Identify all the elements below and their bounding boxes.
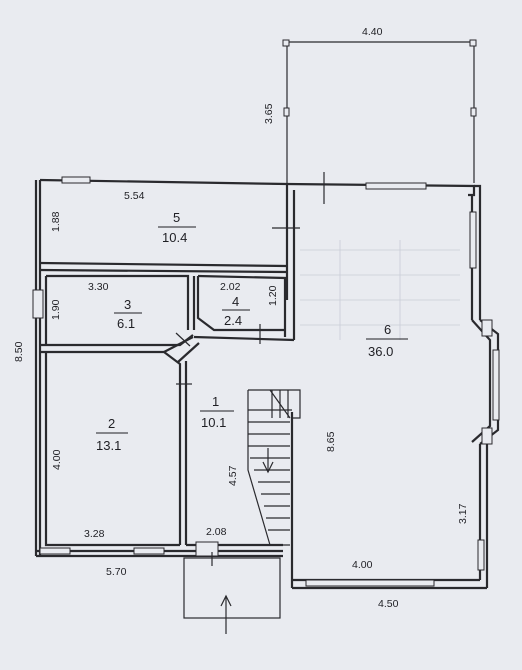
dim-left-total-width: 5.70 — [106, 566, 127, 578]
dim-room4-depth: 1.20 — [267, 285, 279, 306]
dim-room2-width: 3.28 — [84, 528, 105, 540]
room-1-area: 10.1 — [201, 415, 226, 430]
dim-terrace-depth: 3.65 — [263, 103, 275, 124]
dim-room4-width: 2.02 — [220, 281, 241, 293]
dim-total-left-height: 8.50 — [13, 341, 25, 362]
dim-room3-depth: 1.90 — [50, 299, 62, 320]
dim-room6-height: 8.65 — [325, 431, 337, 452]
room-6-area: 36.0 — [368, 344, 393, 359]
room-labels: 5 10.4 3 6.1 4 2.4 6 36.0 2 13.1 1 10.1 — [96, 210, 408, 453]
dim-room6-total-width: 4.50 — [378, 598, 399, 610]
dim-room5-depth: 1.88 — [50, 211, 62, 232]
outer-walls — [34, 178, 500, 590]
room-2-area: 13.1 — [96, 438, 121, 453]
room-4-number: 4 — [232, 294, 239, 309]
room-1-number: 1 — [212, 394, 219, 409]
interior-walls — [39, 261, 301, 619]
dim-room3-width: 3.30 — [88, 281, 109, 293]
room-1-label: 1 10.1 — [200, 394, 234, 430]
room-6-label: 6 36.0 — [366, 322, 408, 359]
room-6-number: 6 — [384, 322, 391, 337]
door-marks — [175, 172, 325, 566]
room-2-number: 2 — [108, 416, 115, 431]
room-2-label: 2 13.1 — [96, 416, 128, 453]
room-3-number: 3 — [124, 297, 131, 312]
room-5-area: 10.4 — [162, 230, 187, 245]
dim-room6-inner-width: 4.00 — [352, 559, 373, 571]
dim-room5-width: 5.54 — [124, 190, 145, 202]
dim-room2-height: 4.00 — [51, 449, 63, 470]
terrace — [282, 39, 477, 183]
dim-room6-right-segment: 3.17 — [457, 503, 469, 524]
paper-texture — [300, 240, 460, 340]
dim-hall-width: 2.08 — [206, 526, 227, 538]
room-3-area: 6.1 — [117, 316, 135, 331]
stair-treads — [248, 389, 292, 531]
entrance-arrow — [220, 594, 232, 634]
room-3-label: 3 6.1 — [114, 297, 142, 331]
dim-terrace-width: 4.40 — [362, 26, 383, 38]
room-4-label: 4 2.4 — [222, 294, 250, 328]
dim-hall-depth: 4.57 — [227, 465, 239, 486]
room-4-area: 2.4 — [224, 313, 242, 328]
windows — [32, 176, 500, 587]
room-5-label: 5 10.4 — [158, 210, 196, 245]
room-5-number: 5 — [173, 210, 180, 225]
dimension-labels: 4.40 3.65 5.54 1.88 3.30 1.90 2.02 1.20 … — [13, 26, 469, 610]
